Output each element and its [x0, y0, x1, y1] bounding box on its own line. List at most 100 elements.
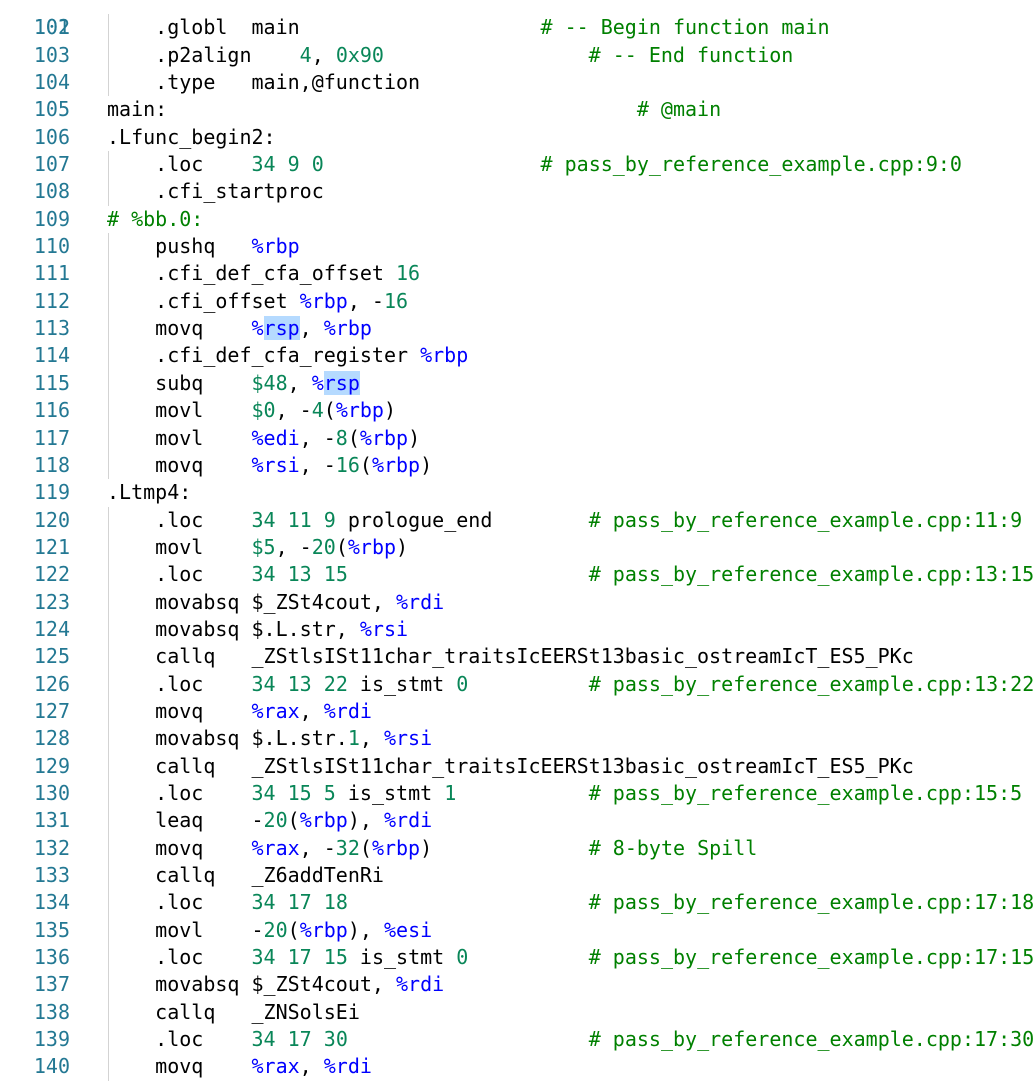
code-token: , -: [299, 452, 336, 477]
number-token: 17: [287, 890, 312, 915]
comment-token: # @main: [636, 97, 722, 122]
code-token: movl: [155, 534, 252, 559]
line-code: .type main,@function: [107, 69, 420, 96]
number-token: 20: [263, 808, 288, 833]
code-token: [312, 781, 324, 805]
code-token: ): [396, 534, 409, 559]
register-token: %rdi: [383, 808, 433, 833]
code-token: prologue_end: [335, 507, 493, 532]
register-token: %rbp: [359, 425, 409, 450]
code-token: callq _ZStlsISt11char_traitsIcEERSt13bas…: [155, 644, 914, 669]
code-line: 114 .cfi_def_cfa_register %rbp: [0, 342, 1007, 370]
code-token: , -: [299, 425, 336, 450]
code-token: movabsq $.L.str.: [155, 726, 348, 751]
line-number: 117: [33, 425, 70, 450]
code-line: 111 .cfi_def_cfa_offset 16: [0, 260, 1007, 288]
code-token: [276, 562, 288, 586]
code-line: 133 callq _Z6addTenRi: [0, 862, 1007, 890]
code-line: 112 .cfi_offset %rbp, -16: [0, 287, 1007, 316]
line-number: 101: [33, 15, 70, 40]
line-code: movq %rax, %rdi: [107, 1053, 372, 1080]
code-token: .p2align: [155, 42, 300, 67]
line-code: movq %rsi, -16(%rbp): [107, 452, 432, 479]
code-token: is_stmt: [347, 671, 457, 696]
code-line: 130 .loc 34 15 5 is_stmt 1 # pass_by_ref…: [0, 779, 1022, 808]
indent-guide: [108, 315, 109, 343]
number-token: 15: [323, 945, 348, 970]
line-code: .loc 34 13 22 is_stmt 0 # pass_by_refere…: [107, 671, 1034, 698]
code-token: movabsq $.L.str,: [155, 616, 360, 641]
code-line: 136 .loc 34 17 15 is_stmt 0 # pass_by_re…: [0, 944, 1034, 972]
number-token: 13: [287, 562, 312, 587]
code-line: 135 movl -20(%rbp), %esi: [0, 916, 1007, 945]
comment-token: # pass_by_reference_example.cpp:13:15: [588, 562, 1034, 587]
register-token: %rdi: [323, 1054, 372, 1079]
code-token: movq: [155, 452, 252, 477]
line-code: callq _ZNSolsEi: [107, 999, 360, 1026]
indent-guide: [108, 998, 109, 1027]
line-number: 112: [33, 288, 70, 313]
code-line: 102 .globl main # -- Begin function main: [0, 14, 1007, 42]
register-token: %rdi: [396, 972, 445, 997]
comment-token: # pass_by_reference_example.cpp:9:0: [540, 152, 962, 177]
line-number: 127: [33, 698, 70, 723]
code-token: movl: [155, 425, 252, 450]
number-token: 20: [311, 534, 336, 559]
code-line: 108 .cfi_startproc: [0, 178, 1007, 206]
line-code: .globl main # -- Begin function main: [107, 14, 829, 41]
register-token: %rsi: [359, 616, 409, 641]
comment-token: # pass_by_reference_example.cpp:17:30: [588, 1027, 1034, 1052]
code-token: (: [335, 534, 348, 559]
code-line: 131 leaq -20(%rbp), %rdi: [0, 807, 1007, 835]
number-token: 34: [251, 945, 276, 970]
code-token: , -: [275, 534, 312, 559]
indent-guide: [108, 588, 109, 616]
register-token: %rbp: [371, 452, 421, 477]
code-token: , -: [299, 835, 336, 860]
register-token: %rax: [251, 1054, 300, 1079]
line-code: movq %rax, -32(%rbp) # 8-byte Spill: [107, 835, 757, 862]
line-code: pushq %rbp: [107, 233, 300, 260]
line-code: .cfi_offset %rbp, -16: [107, 288, 408, 315]
line-code: movl %edi, -8(%rbp): [107, 425, 420, 452]
code-token: pushq: [155, 234, 252, 259]
comment-token: # pass_by_reference_example.cpp:15:5: [588, 780, 1023, 805]
code-token: [276, 672, 288, 696]
code-line: 115 subq $48, %rsp: [0, 369, 1007, 398]
line-number: 125: [33, 644, 70, 669]
code-token: is_stmt: [335, 780, 445, 805]
line-code: movl $0, -4(%rbp): [107, 397, 396, 424]
line-code: .loc 34 17 30 # pass_by_reference_exampl…: [107, 1026, 1034, 1053]
number-token: 17: [287, 1027, 312, 1052]
code-token: (: [287, 917, 300, 942]
code-line: 138 callq _ZNSolsEi: [0, 998, 1007, 1027]
indent-guide: [108, 260, 109, 288]
indent-guide: [108, 151, 109, 179]
code-token: [276, 945, 288, 969]
line-number: 107: [33, 152, 70, 177]
code-line: 113 movq %rsp, %rbp: [0, 315, 1007, 343]
number-token: $5: [251, 534, 276, 559]
number-token: 32: [335, 835, 360, 860]
code-token: .loc: [155, 671, 252, 696]
line-number: 110: [33, 234, 70, 259]
number-token: 0x90: [335, 42, 384, 67]
indent-guide: [108, 424, 109, 452]
indent-guide: [108, 1053, 109, 1081]
line-number: 105: [33, 97, 70, 122]
indent-guide: [108, 615, 109, 644]
code-token: callq _Z6addTenRi: [155, 863, 384, 887]
comment-token: # 8-byte Spill: [588, 835, 758, 860]
line-code: .cfi_startproc: [107, 178, 324, 205]
indent-guide: [108, 697, 109, 726]
code-line: 129 callq _ZStlsISt11char_traitsIcEERSt1…: [0, 752, 1007, 780]
number-token: 34: [251, 890, 276, 915]
indent-guide: [108, 178, 109, 206]
code-token: [312, 672, 324, 696]
code-token: .loc: [155, 945, 252, 970]
code-token: movabsq $_ZSt4cout,: [155, 589, 396, 614]
number-token: 34: [251, 562, 276, 587]
comment-token: # pass_by_reference_example.cpp:11:9: [588, 507, 1023, 532]
